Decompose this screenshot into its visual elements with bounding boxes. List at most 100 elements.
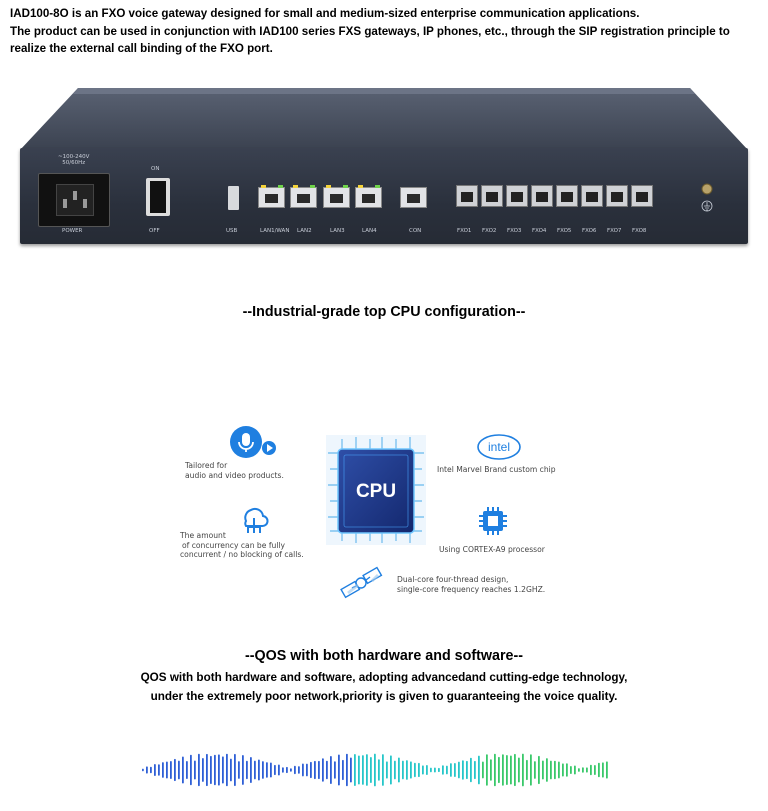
fxo-port-label: FXO5 [557, 228, 572, 234]
fxo-port-label: FXO7 [607, 228, 622, 234]
microphone-play-icon [230, 426, 276, 458]
waveform-bar [278, 764, 280, 776]
waveform-bar [150, 766, 152, 774]
fxo-port-label: FXO1 [457, 228, 472, 234]
lan-port [258, 185, 285, 208]
waveform-bar [378, 759, 380, 781]
fxo-port [581, 185, 603, 207]
waveform-bar [258, 759, 260, 781]
fxo-port-label: FXO4 [532, 228, 547, 234]
waveform-bar [382, 754, 384, 786]
power-label: POWER [62, 228, 83, 234]
gateway-device-image: ~100-240V 50/60Hz POWER ON OFF USB LAN1/… [20, 86, 748, 246]
waveform-bar [354, 753, 356, 787]
usb-label: USB [226, 228, 238, 234]
waveform-bar [422, 765, 424, 775]
fxo-port [606, 185, 628, 207]
waveform-bar [586, 767, 588, 773]
waveform-bar [482, 761, 484, 779]
feature-intel: Intel Marvel Brand custom chip [437, 465, 556, 474]
waveform-bar [198, 753, 200, 787]
waveform-bar [386, 761, 388, 779]
feature-text: The amount [180, 531, 226, 540]
waveform-bar [194, 760, 196, 780]
lan-port-label: LAN4 [362, 228, 377, 234]
waveform-bar [410, 761, 412, 779]
waveform-bar [534, 761, 536, 779]
console-port [400, 187, 427, 208]
lan-port-label: LAN1/WAN [260, 228, 290, 234]
intro-line-1: IAD100-8O is an FXO voice gateway design… [10, 7, 640, 20]
waveform-bar [442, 765, 444, 775]
feature-text: Dual-core four-thread design, [397, 575, 509, 584]
feature-dualcore: Dual-core four-thread design, single-cor… [397, 575, 545, 594]
waveform-bar [294, 765, 296, 775]
waveform-bar [522, 753, 524, 787]
waveform-bar [438, 767, 440, 773]
feature-audio-video: Tailored for audio and video products. [185, 461, 284, 480]
waveform-bar [346, 753, 348, 787]
waveform-bar [210, 755, 212, 785]
waveform-bar [530, 754, 532, 786]
waveform-bar [226, 753, 228, 787]
waveform-bar [142, 768, 144, 772]
waveform-bar [574, 765, 576, 775]
waveform-bar [546, 758, 548, 782]
cpu-chip-icon: CPU [326, 435, 426, 545]
waveform-bar [238, 761, 240, 779]
waveform-bar [514, 753, 516, 787]
feature-text: of concurrency can be fully [182, 540, 286, 550]
waveform-bar [166, 761, 168, 779]
waveform-bar [318, 760, 320, 780]
waveform-bar [358, 755, 360, 785]
fxo-port [556, 185, 578, 207]
waveform-bar [554, 760, 556, 780]
fxo-port [506, 185, 528, 207]
waveform-bar [498, 756, 500, 784]
waveform-bar [242, 755, 244, 785]
ground-screw-icon [701, 183, 713, 212]
power-rating: ~100-240V 50/60Hz [58, 154, 90, 166]
waveform-bar [190, 754, 192, 786]
usb-port [228, 186, 239, 210]
waveform-bar [474, 760, 476, 780]
audio-waveform-icon [142, 753, 608, 787]
waveform-bar [362, 755, 364, 785]
waveform-bar [342, 759, 344, 781]
waveform-bar [274, 764, 276, 776]
waveform-bar [434, 767, 436, 773]
waveform-bar [202, 758, 204, 782]
waveform-bar [286, 766, 288, 774]
waveform-bar [370, 756, 372, 784]
waveform-bar [322, 758, 324, 782]
waveform-bar [426, 764, 428, 776]
waveform-bar [446, 765, 448, 775]
waveform-bar [578, 768, 580, 772]
power-socket [38, 173, 110, 227]
fxo-port [531, 185, 553, 207]
waveform-bar [154, 763, 156, 777]
waveform-bar [450, 763, 452, 777]
qos-line-1: QOS with both hardware and software, ado… [140, 671, 628, 684]
waveform-bar [334, 761, 336, 779]
lan-port [290, 185, 317, 208]
feature-text: concurrent / no blocking of calls. [180, 550, 304, 559]
waveform-bar [582, 767, 584, 773]
waveform-bar [590, 764, 592, 776]
waveform-bar [526, 759, 528, 781]
lan-port-label: LAN2 [297, 228, 312, 234]
waveform-bar [510, 755, 512, 785]
waveform-bar [302, 763, 304, 777]
fxo-port-label: FXO2 [482, 228, 497, 234]
waveform-bar [182, 756, 184, 784]
on-label: ON [151, 166, 160, 172]
waveform-bar [254, 760, 256, 780]
intro-line-2: The product can be used in conjunction w… [10, 24, 730, 56]
waveform-bar [270, 762, 272, 778]
off-label: OFF [149, 228, 160, 234]
waveform-bar [266, 762, 268, 778]
waveform-bar [494, 753, 496, 787]
waveform-bar [558, 761, 560, 779]
waveform-bar [246, 760, 248, 780]
waveform-bar [230, 758, 232, 782]
